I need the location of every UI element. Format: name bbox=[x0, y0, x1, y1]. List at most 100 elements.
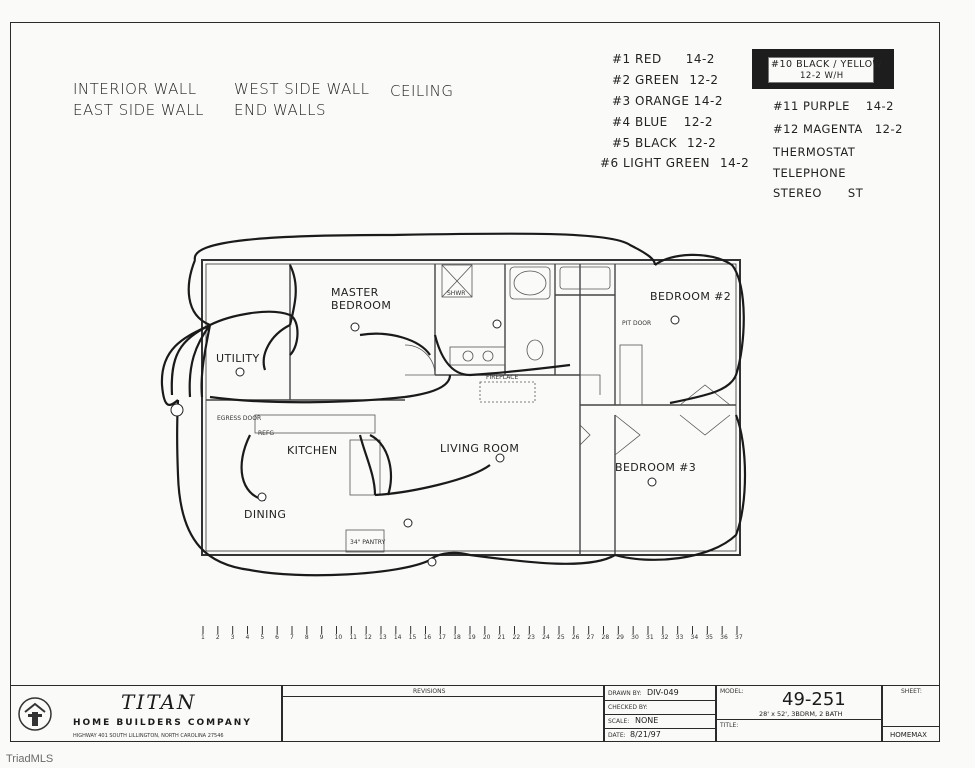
scale-tick-label: 30 bbox=[631, 634, 639, 641]
title-block-model: MODEL: 49-251 28' x 52', 3BDRM, 2 BATH T… bbox=[716, 685, 882, 742]
scale-tick-label: 12 bbox=[364, 634, 372, 641]
outlet-markers bbox=[170, 315, 680, 567]
title-block-sheet: SHEET: HOMEMAX bbox=[882, 685, 940, 742]
scale-ticks bbox=[202, 626, 738, 634]
scale-tick-label: 32 bbox=[660, 634, 669, 641]
company-name: TITAN bbox=[121, 690, 197, 714]
model-label: MODEL: bbox=[720, 688, 744, 695]
sheet-label: SHEET: bbox=[901, 688, 922, 695]
date-label: DATE: bbox=[608, 732, 626, 739]
scale-tick-label: 15 bbox=[408, 634, 417, 641]
scale-tick-label: 24 bbox=[542, 634, 550, 641]
model-value: 49-251 bbox=[782, 689, 846, 710]
scale-tick-label: 33 bbox=[675, 634, 684, 641]
category-east-side-wall: EAST SIDE WALL bbox=[73, 101, 204, 119]
scale-tick-label: 20 bbox=[482, 634, 491, 641]
scale-tick-label: 22 bbox=[512, 634, 521, 641]
scale-tick-label: 27 bbox=[586, 634, 595, 641]
interior-walls bbox=[206, 264, 736, 555]
label-egress-door: EGRESS DOOR bbox=[217, 415, 262, 422]
scale-tick-label: 2 bbox=[215, 634, 220, 641]
label-fireplace: FIREPLACE bbox=[486, 374, 519, 381]
drawn-by-value: DIV-049 bbox=[647, 688, 679, 697]
title-label: TITLE: bbox=[720, 722, 739, 729]
room-label-master-l1: MASTER bbox=[331, 286, 379, 299]
scale-tick-label: 23 bbox=[527, 634, 535, 641]
company-subtitle: HOME BUILDERS COMPANY bbox=[73, 718, 252, 728]
legend-telephone: TELEPHONE bbox=[773, 166, 846, 180]
room-label-dining: DINING bbox=[244, 508, 287, 521]
sheet-value: HOMEMAX bbox=[890, 731, 927, 739]
room-label-bedroom-2: BEDROOM #2 bbox=[650, 290, 732, 303]
title-value: 28' x 52', 3BDRM, 2 BATH bbox=[759, 710, 843, 718]
scale-tick-label: 16 bbox=[423, 634, 432, 641]
scale-tick-label: 29 bbox=[616, 634, 624, 641]
category-west-side-wall: WEST SIDE WALL bbox=[234, 80, 370, 98]
category-ceiling: CEILING bbox=[390, 82, 454, 100]
room-label-master-l2: BEDROOM bbox=[331, 299, 392, 312]
scale-tick-label: 35 bbox=[705, 634, 713, 641]
category-end-walls: END WALLS bbox=[234, 101, 327, 119]
wire-10-line2: 12-2 W/H bbox=[800, 71, 844, 81]
revisions-label: REVISIONS bbox=[413, 688, 446, 695]
scale-tick-label: 11 bbox=[349, 634, 357, 641]
company-logo-icon bbox=[18, 697, 52, 731]
scale-tick-label: 8 bbox=[304, 634, 309, 641]
wire-10-label-box bbox=[768, 57, 874, 83]
scale-value: NONE bbox=[635, 716, 659, 725]
scale-tick-label: 31 bbox=[646, 634, 654, 641]
scale-tick-label: 3 bbox=[230, 634, 235, 641]
scale-tick-label: 5 bbox=[260, 634, 265, 641]
scale-tick-label: 19 bbox=[468, 634, 476, 641]
scale-tick-label: 36 bbox=[720, 634, 728, 641]
scale-label: SCALE: bbox=[608, 718, 630, 725]
label-pantry: 34" PANTRY bbox=[350, 539, 386, 546]
company-address: HIGHWAY 401 SOUTH LILLINGTON, NORTH CARO… bbox=[73, 733, 224, 739]
label-refg: REFG bbox=[258, 430, 275, 437]
scale-tick-label: 25 bbox=[557, 634, 565, 641]
wiring-runs bbox=[160, 232, 747, 577]
fixtures bbox=[254, 264, 643, 553]
scale-tick-label: 13 bbox=[379, 634, 387, 641]
scale-tick-label: 37 bbox=[735, 634, 743, 641]
date-value: 8/21/97 bbox=[630, 730, 661, 739]
title-block-revisions: REVISIONS bbox=[282, 685, 604, 742]
room-label-utility: UTILITY bbox=[216, 352, 260, 365]
floor-plan bbox=[160, 232, 747, 577]
scale-tick-label: 9 bbox=[319, 634, 324, 641]
label-pit-door: PIT DOOR bbox=[622, 320, 652, 327]
wire-10-line1: #10 BLACK / YELLOW bbox=[771, 59, 883, 70]
scale-tick-label: 28 bbox=[601, 634, 610, 641]
room-label-kitchen: KITCHEN bbox=[287, 444, 338, 457]
scale-tick-label: 21 bbox=[497, 634, 506, 641]
scale-tick-label: 34 bbox=[690, 634, 699, 641]
watermark: TriadMLS bbox=[6, 753, 54, 765]
title-block-info: DRAWN BY: DIV-049 CHECKED BY: SCALE: NON… bbox=[604, 685, 716, 742]
scale-tick-label: 1 bbox=[201, 634, 205, 641]
scale-tick-label: 10 bbox=[334, 634, 343, 641]
scale-tick-label: 7 bbox=[290, 634, 294, 641]
scale-tick-label: 4 bbox=[245, 634, 250, 641]
scale-tick-label: 6 bbox=[275, 634, 279, 641]
room-label-bedroom-3: BEDROOM #3 bbox=[615, 461, 697, 474]
label-shower: SHWR bbox=[447, 290, 466, 297]
scale-tick-label: 17 bbox=[438, 634, 446, 641]
title-block-company: TITAN HOME BUILDERS COMPANY HIGHWAY 401 … bbox=[10, 685, 282, 742]
legend-thermostat: THERMOSTAT bbox=[773, 145, 856, 159]
scale-tick-label: 18 bbox=[453, 634, 461, 641]
checked-by-label: CHECKED BY: bbox=[608, 704, 648, 711]
wire-3: #3 ORANGE 14-2 bbox=[612, 94, 723, 108]
category-interior-wall: INTERIOR WALL bbox=[73, 80, 197, 98]
scale-tick-label: 26 bbox=[571, 634, 580, 641]
drawn-by-label: DRAWN BY: bbox=[608, 690, 642, 697]
scale-tick-label: 14 bbox=[393, 634, 402, 641]
room-label-living: LIVING ROOM bbox=[440, 442, 520, 455]
